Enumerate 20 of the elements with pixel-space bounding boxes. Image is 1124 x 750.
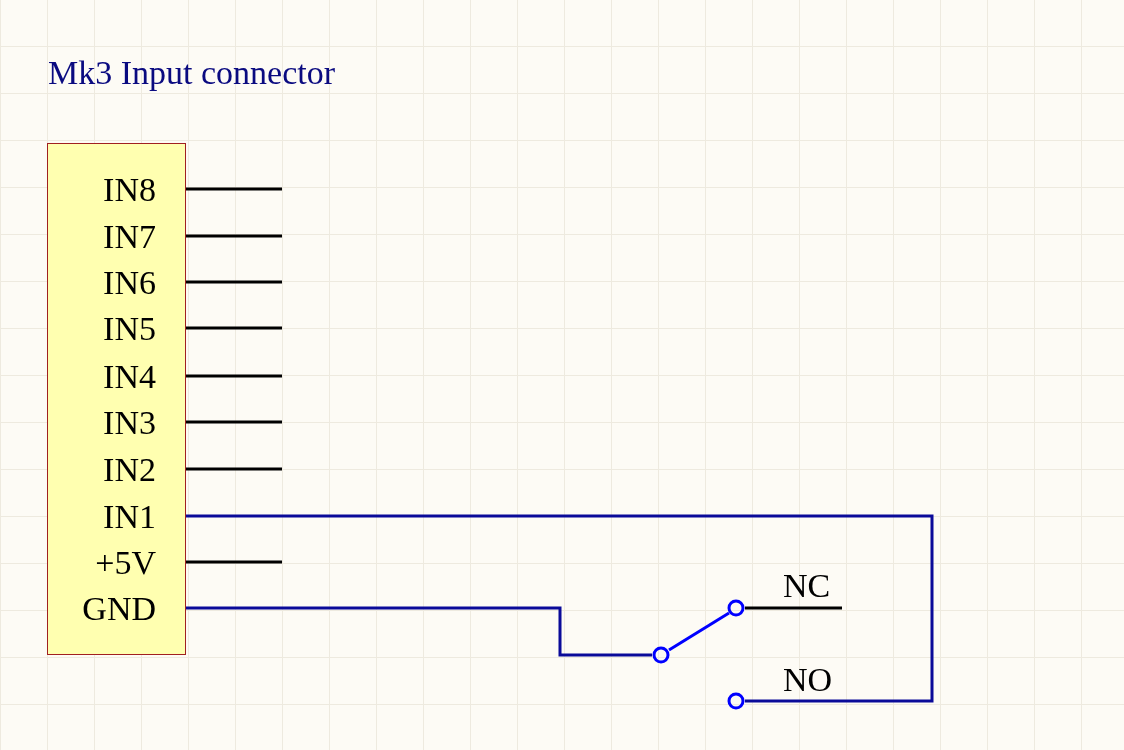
switch-terminal xyxy=(727,599,745,617)
pin-label: IN7 xyxy=(48,217,156,257)
switch-lever xyxy=(668,611,730,652)
switch-terminal xyxy=(727,692,745,710)
terminal-label: NC xyxy=(783,566,831,606)
pin-label: IN5 xyxy=(48,309,156,349)
wire xyxy=(186,514,934,703)
pin-label: IN4 xyxy=(48,357,156,397)
switch-terminal xyxy=(652,646,670,664)
pin-label: GND xyxy=(48,589,156,629)
pin-label: IN3 xyxy=(48,403,156,443)
wire xyxy=(186,606,652,657)
terminal-label: NO xyxy=(783,660,833,700)
pin-label: IN2 xyxy=(48,450,156,490)
pin-label: IN1 xyxy=(48,497,156,537)
connector-body xyxy=(47,143,186,655)
pin-label: IN8 xyxy=(48,170,156,210)
pin-label: +5V xyxy=(48,543,156,583)
schematic-title: Mk3 Input connector xyxy=(48,53,336,93)
pin-label: IN6 xyxy=(48,263,156,303)
